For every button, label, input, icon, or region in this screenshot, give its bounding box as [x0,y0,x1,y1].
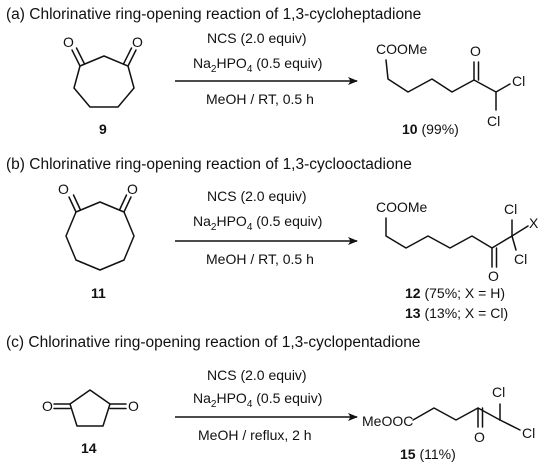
carbon-chain [385,59,497,93]
section-b-title: (b) Chlorinative ring-opening reaction o… [6,156,412,173]
section-c-title: (c) Chlorinative ring-opening reaction o… [6,334,420,351]
product-label-12: 12 (75%; X = H) [405,285,505,301]
compound-label-14: 14 [81,440,97,456]
reagent-ncs: NCS (2.0 equiv) [207,30,307,46]
ester-group: COOMe [376,199,428,215]
oxygen-atom: O [470,43,481,59]
ester-group: COOMe [376,41,428,57]
product-label-13: 13 (13%; X = Cl) [405,305,508,321]
oxygen-atom: O [488,268,499,284]
reagent-ncs: NCS (2.0 equiv) [207,188,307,204]
chlorine-atom: Cl [514,251,527,267]
oxygen-atom: O [127,181,138,197]
product-label-15: 15 (11%) [400,446,456,462]
chlorine-atom: Cl [492,384,505,400]
starting-material-14: O O 14 [42,389,139,456]
section-b: (b) Chlorinative ring-opening reaction o… [6,156,539,321]
reagent-na2hpo4: Na2HPO4 (0.5 equiv) [193,213,322,233]
reagent-na2hpo4: Na2HPO4 (0.5 equiv) [193,55,322,75]
section-c: (c) Chlorinative ring-opening reaction o… [6,334,535,462]
carbon-chain [412,407,501,421]
section-a: (a) Chlorinative ring-opening reaction o… [6,6,525,137]
substituent-x: X [529,215,539,231]
oxygen-atom: O [63,34,74,50]
cycloheptane-ring [73,55,135,108]
chlorine-atom: Cl [512,73,525,89]
product-15: MeOOC O Cl Cl 15 (11%) [362,384,535,462]
reaction-conditions: MeOH / RT, 0.5 h [206,91,314,107]
section-a-title: (a) Chlorinative ring-opening reaction o… [6,6,421,23]
chlorine-atom: Cl [522,425,535,441]
product-10: COOMe O Cl Cl 10 (99%) [376,41,525,137]
oxygen-atom: O [128,398,139,414]
reaction-conditions: MeOH / reflux, 2 h [198,427,312,443]
chlorine-atom: Cl [504,201,517,217]
reagent-ncs: NCS (2.0 equiv) [207,367,307,383]
reagent-na2hpo4: Na2HPO4 (0.5 equiv) [193,390,322,410]
compound-label-11: 11 [91,285,106,301]
carbon-chain [385,217,513,249]
oxygen-atom: O [132,34,143,50]
starting-material-9: O O 9 [63,34,143,137]
ester-group: MeOOC [362,413,413,429]
starting-material-11: O O 11 [58,181,138,301]
chlorine-atom: Cl [487,113,500,129]
oxygen-atom: O [474,429,485,445]
reaction-conditions: MeOH / RT, 0.5 h [206,251,314,267]
compound-label-9: 9 [99,121,107,137]
oxygen-atom: O [58,181,69,197]
oxygen-atom: O [42,398,53,414]
cyclopentane-ring [69,389,111,427]
product-12-13: COOMe O Cl X Cl 12 (75%; X = H) 13 (13%;… [376,199,539,321]
cyclooctane-ring [65,201,135,271]
product-label-10: 10 (99%) [402,121,459,137]
